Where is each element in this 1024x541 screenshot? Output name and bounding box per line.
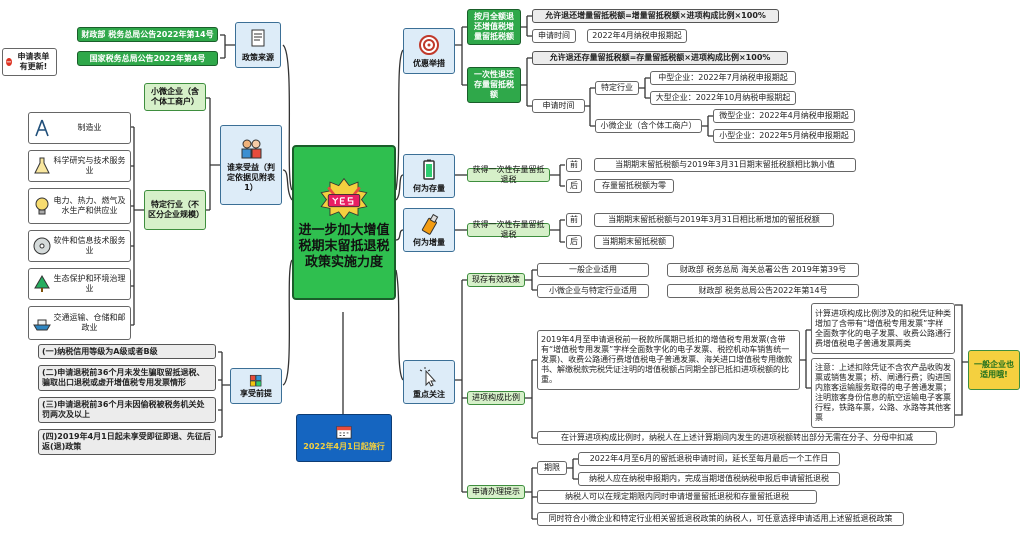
usb-drive-icon [421,213,439,235]
industry-item: 生态保护和环境治理业 [28,268,131,300]
battery-full-icon [423,159,435,180]
valid-policy: 现存有效政策 [467,273,525,287]
industry-item: 交通运输、仓储和邮政业 [28,306,131,340]
apply-tip-2: 同时符合小微企业和特定行业相关留抵退税政策的纳税人，可任意选择申请适用上述留抵退… [537,512,904,526]
valid-general: 一般企业适用 [537,263,649,277]
tree-icon [34,275,50,292]
once-specific-industry: 特定行业 [595,81,639,95]
yes-badge-icon [320,177,368,219]
general-applicable-tag: 一般企业也适用哦! [968,350,1020,390]
document-icon [251,29,265,46]
apply-period-label: 期限 [537,461,567,475]
flask-icon [34,157,50,174]
effective-date-node[interactable]: 2022年4月1日起施行 [296,414,392,462]
apply-tip-1: 纳税人可以在规定期限内同时申请增量留抵退税和存量留抵退税 [537,490,817,504]
monthly-refund: 按月全额退还增值税增量留抵税额 [467,9,521,45]
policy-source-item: 财政部 税务总局公告2022年第14号 [77,27,218,42]
center-topic[interactable]: 进一步加大增值税期末留抵退税政策实施力度 [292,145,396,300]
increment-after-label: 后 [566,235,582,249]
ratio-note-1: 计算进项构成比例涉及的扣税凭证种类增加了含带有“增值税专用发票”字样全面数字化的… [811,303,955,354]
increment-after: 当期期末留抵税额 [594,235,674,249]
prerequisite-item: (二)申请退税前36个月未发生骗取留抵退税、骗取出口退税或虚开增值税专用发票情形 [38,365,216,391]
prerequisite-item: (三)申请退税前36个月未因偷税被税务机关处罚两次及以上 [38,397,216,423]
once-refund: 一次性退还存量留抵税额 [467,67,521,103]
once-smallent-enterprise: 小型企业：2022年5月纳税申报期起 [713,129,855,143]
stock-before: 当期期末留抵税额与2019年3月31日期末留抵税额相比孰小值 [594,158,856,172]
apply-period-1: 2022年4月至6月的留抵退税申请时间，延长至每月最后一个工作日 [578,452,840,466]
once-large-enterprise: 大型企业：2022年10月纳税申报期起 [650,91,796,105]
industry-item: 科学研究与技术服务业 [28,150,131,182]
stock-after: 存量留抵税额为零 [594,179,674,193]
industry-item: 电力、热力、燃气及水生产和供应业 [28,188,131,224]
preferential-node[interactable]: 优惠举措 [403,28,455,74]
industry-item: 软件和信息技术服务业 [28,230,131,262]
industry-item: 制造业 [28,112,131,144]
compass-icon [35,119,49,137]
target-icon [419,34,439,55]
once-formula: 允许退还存量留抵税额=存量留抵税额×进项构成比例×100% [532,51,788,65]
calendar-icon [336,426,352,439]
cursor-click-icon [419,366,437,387]
valid-special: 小微企业与特定行业适用 [537,284,649,298]
input-ratio: 进项构成比例 [467,391,525,405]
once-small-enterprise: 小微企业（含个体工商户） [595,119,702,133]
people-icon [241,139,262,158]
policy-source-node[interactable]: 政策来源 [235,22,281,68]
apply-period-2: 纳税人应在纳税申报期内，完成当期增值税纳税申报后申请留抵退税 [578,472,840,486]
once-mid-enterprise: 中型企业：2022年7月纳税申报期起 [650,71,796,85]
increment-before: 当期期末留抵税额与2019年3月31日相比新增加的留抵税额 [594,213,834,227]
monthly-formula: 允许退还增量留抵税额=增量留抵税额×进项构成比例×100% [532,9,779,23]
increment-before-label: 前 [566,213,582,227]
prerequisite-item: (四)2019年4月1日起未享受即征即退、先征后返(退)政策 [38,429,216,455]
beneficiary-small-enterprise: 小微企业（含个体工商户） [144,83,206,111]
stock-after-label: 后 [566,179,582,193]
once-time-label: 申请时间 [532,99,585,113]
bulb-icon [35,197,49,215]
stock-item: 获得一次性存量留抵退税 [467,165,550,184]
minus-circle-icon: − [6,58,12,66]
prerequisite-item: (一)纳税信用等级为A级或者B级 [38,344,216,359]
ship-icon [33,319,51,331]
increment-item: 获得一次性存量留抵退税 [467,220,550,239]
ratio-calc-note: 在计算进项构成比例时，纳税人在上述计算期间内发生的进项税额转出部分无需在分子、分… [537,431,937,445]
apply-tips: 申请办理提示 [467,485,525,499]
policy-source-item: 国家税务总局公告2022年第4号 [77,51,218,66]
monthly-time-value: 2022年4月纳税申报期起 [587,29,687,43]
beneficiary-node[interactable]: 谁来受益（判定依据见附表1） [220,125,282,205]
valid-general-doc: 财政部 税务总局 海关总署公告 2019年第39号 [667,263,859,277]
disc-icon [33,237,51,255]
stock-before-label: 前 [566,158,582,172]
ratio-note-2: 注意：上述扣除凭证不含农产品收购发票或销售发票；桥、闸通行费；购进国内旅客运输服… [811,358,955,428]
valid-special-doc: 财政部 税务总局公告2022年第14号 [667,284,859,298]
update-notice[interactable]: − 申请表单有更新! [2,48,57,76]
monthly-time-label: 申请时间 [532,29,576,43]
puzzle-icon [249,374,262,386]
ratio-description: 2019年4月至申请退税前一税款所属期已抵扣的增值税专用发票(含带有“增值税专用… [537,330,800,390]
focus-node[interactable]: 重点关注 [403,360,455,404]
increment-node[interactable]: 何为增量 [403,208,455,252]
once-micro-enterprise: 微型企业：2022年4月纳税申报期起 [713,109,855,123]
stock-node[interactable]: 何为存量 [403,154,455,198]
beneficiary-specific-industry: 特定行业（不区分企业规模） [144,190,206,230]
prerequisite-node[interactable]: 享受前提 [230,368,282,404]
